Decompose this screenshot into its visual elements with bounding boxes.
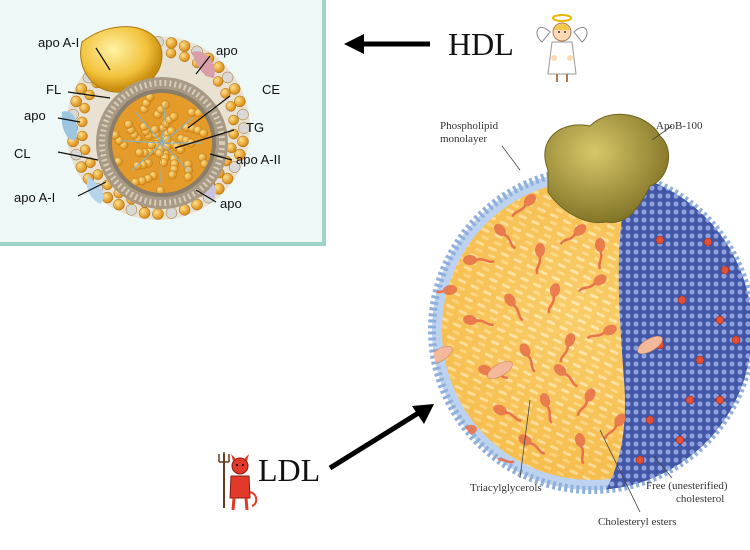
label-apo-a1-bottom: apo A-I [14, 190, 56, 205]
hdl-apo-a1-protein [80, 26, 163, 93]
label-triacylglycerols: Triacylglycerols [470, 482, 542, 494]
ldl-arrow [328, 404, 434, 471]
label-apo-bottom: apo [220, 196, 242, 211]
hdl-apo-protein-lightblue [86, 176, 104, 204]
label-apob: ApoB-100 [656, 120, 703, 132]
label-phospholipid: Phospholipid [440, 120, 499, 132]
devil-icon [218, 452, 258, 511]
ldl-cut-surface [600, 170, 750, 490]
label-apo-left: apo [24, 108, 46, 123]
label-free-cholesterol: Free (unesterified) [646, 480, 728, 492]
hdl-leader-lines [57, 47, 235, 203]
ldl-apob-protein [544, 113, 670, 224]
angel-icon [536, 14, 588, 82]
label-ce: CE [262, 82, 281, 97]
label-cholesteryl-esters: Cholesteryl esters [598, 516, 677, 528]
ldl-title: LDL [258, 452, 321, 488]
hdl-apo-protein-blue [61, 111, 78, 141]
label-apo-a2: apo A-II [236, 152, 281, 167]
label-apo-top-right: apo [216, 43, 238, 58]
label-apo-a1-top: apo A-I [38, 35, 80, 50]
label-monolayer: monolayer [440, 133, 488, 145]
label-fl: FL [46, 82, 62, 97]
label-cl: CL [14, 146, 31, 161]
ldl-leader-lines [501, 125, 673, 513]
label-cholesterol: cholesterol [676, 493, 725, 505]
hdl-particle [57, 26, 250, 220]
ldl-particle [428, 113, 750, 513]
hdl-title: HDL [448, 26, 514, 62]
label-tg: TG [246, 120, 265, 135]
hdl-arrow [344, 34, 430, 54]
